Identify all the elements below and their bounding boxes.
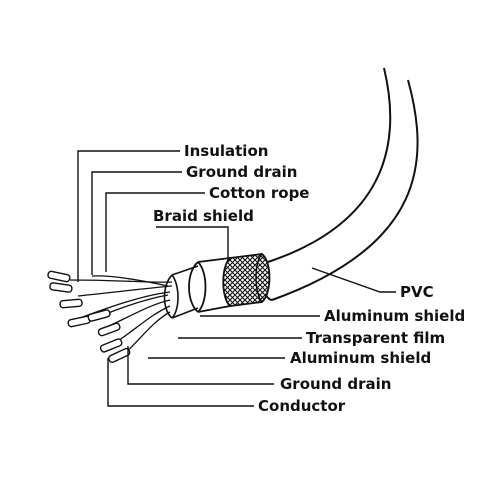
leader-ground-drain-top	[91, 171, 182, 275]
transparent-film-band	[163, 265, 199, 319]
leader-braid-shield	[156, 226, 229, 262]
label-pvc: PVC	[400, 283, 434, 301]
leader-lines	[77, 150, 396, 407]
label-conductor: Conductor	[258, 397, 346, 415]
diagram-labels: Insulation Ground drain Cotton rope Brai…	[153, 142, 465, 415]
label-cotton-rope: Cotton rope	[209, 184, 309, 202]
conductor-tips	[47, 270, 131, 363]
leader-ground-drain-bottom	[127, 346, 274, 385]
label-ground-drain-top: Ground drain	[186, 163, 297, 181]
braid-shield	[222, 253, 271, 307]
label-aluminum-shield-outer: Aluminum shield	[324, 307, 465, 325]
label-aluminum-shield-inner: Aluminum shield	[290, 349, 431, 367]
leader-pvc	[311, 267, 396, 293]
label-insulation: Insulation	[184, 142, 268, 160]
label-braid-shield: Braid shield	[153, 207, 254, 225]
leader-cotton-rope	[105, 192, 205, 272]
label-transparent-film: Transparent film	[306, 329, 445, 347]
leader-insulation	[77, 150, 180, 282]
leader-conductor	[107, 358, 254, 407]
label-ground-drain-bottom: Ground drain	[280, 375, 391, 393]
